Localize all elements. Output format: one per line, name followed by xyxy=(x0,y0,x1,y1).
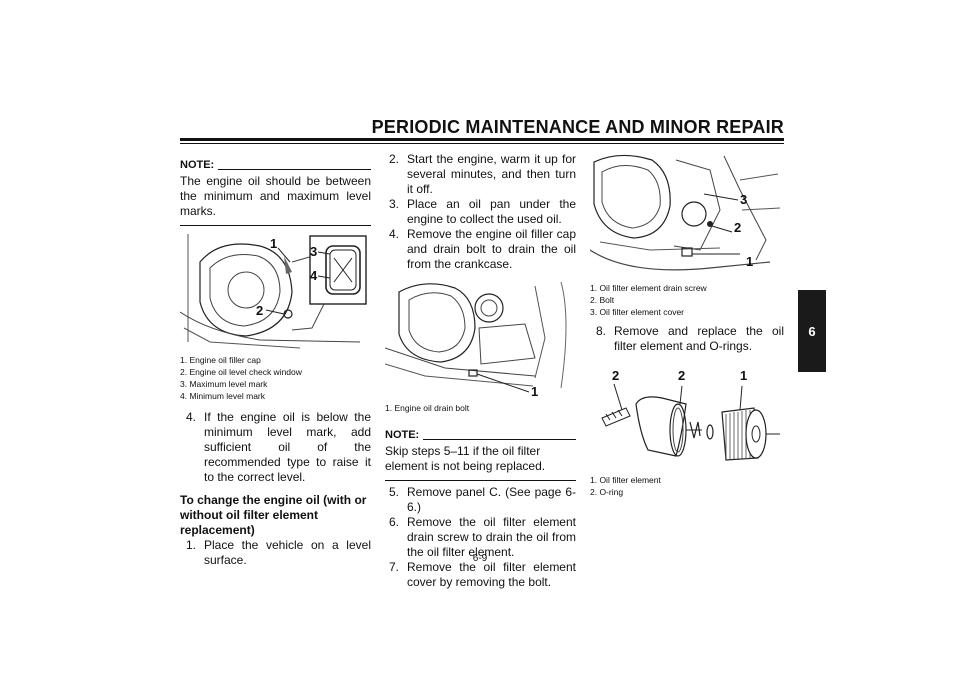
step-7-filter-cover: 7. Remove the oil filter element cover b… xyxy=(385,560,576,590)
figure-4-captions: 1. Oil filter element 2. O-ring xyxy=(590,474,784,498)
engine-illustration-2: 1 xyxy=(385,281,567,398)
step-5-remove-panel: 5. Remove panel C. (See page 6-6.) xyxy=(385,485,576,515)
step-text: Place an oil pan under the engine to col… xyxy=(407,197,576,226)
callout-3: 3 xyxy=(740,192,747,207)
page-title: PERIODIC MAINTENANCE AND MINOR REPAIR xyxy=(371,117,784,137)
filter-parts-illustration: 2 2 1 xyxy=(601,368,780,461)
figure-oil-filter-cover: 1 2 3 xyxy=(590,150,784,278)
step-text: Remove and replace the oil filter elemen… xyxy=(614,324,784,353)
caption-item: 2. Engine oil level check window xyxy=(180,367,302,377)
step-number: 2. xyxy=(389,152,400,166)
step-text: Remove panel C. (See page 6-6.) xyxy=(407,485,576,514)
callout-2-right: 2 xyxy=(678,368,685,383)
caption-item: 2. O-ring xyxy=(590,487,624,497)
caption-item: 2. Bolt xyxy=(590,295,615,305)
figure-oil-filter-parts: 2 2 1 xyxy=(590,364,784,470)
step-text: If the engine oil is below the minimum l… xyxy=(204,410,371,484)
step-6-drain-screw: 6. Remove the oil filter element drain s… xyxy=(385,515,576,560)
caption-item: 3. Maximum level mark xyxy=(180,379,268,389)
step-2-warm-engine: 2. Start the engine, warm it up for seve… xyxy=(385,152,576,197)
callout-4: 4 xyxy=(310,268,318,283)
column-3: 1 2 3 1. Oil filter element drain screw … xyxy=(590,150,784,498)
figure-2-captions: 1. Engine oil drain bolt xyxy=(385,402,576,414)
step-8-replace-filter: 8. Remove and replace the oil filter ele… xyxy=(590,324,784,354)
note-label-2: NOTE: xyxy=(385,429,420,441)
note-header-2: NOTE: xyxy=(385,428,576,443)
step-number: 3. xyxy=(389,197,400,211)
caption-item: 1. Engine oil drain bolt xyxy=(385,403,470,413)
note-end-rule-1 xyxy=(180,225,371,226)
step-number: 8. xyxy=(596,324,607,338)
figure-3-captions: 1. Oil filter element drain screw 2. Bol… xyxy=(590,282,784,318)
caption-item: 4. Minimum level mark xyxy=(180,391,266,401)
callout-3: 3 xyxy=(310,244,317,259)
step-number: 6. xyxy=(389,515,400,529)
step-number: 5. xyxy=(389,485,400,499)
note-end-rule-2 xyxy=(385,480,576,481)
page-number: 6-9 xyxy=(472,553,488,564)
step-4-oil-level: 4. If the engine oil is below the minimu… xyxy=(180,410,371,485)
engine-illustration-3: 1 2 3 xyxy=(590,154,781,271)
callout-2-left: 2 xyxy=(612,368,619,383)
step-text: Remove the oil filter element cover by r… xyxy=(407,560,576,589)
step-text: Remove the engine oil filler cap and dra… xyxy=(407,227,576,271)
caption-item: 1. Engine oil filler cap xyxy=(180,355,261,365)
figure-drain-bolt: 1 xyxy=(385,278,576,398)
callout-2: 2 xyxy=(734,220,741,235)
header-rule-thick xyxy=(180,138,784,141)
callout-1: 1 xyxy=(740,368,747,383)
step-3-oil-pan: 3. Place an oil pan under the engine to … xyxy=(385,197,576,227)
step-text: Place the vehicle on a level surface. xyxy=(204,538,371,567)
caption-item: 1. Oil filter element xyxy=(590,475,661,485)
callout-2: 2 xyxy=(256,303,263,318)
note-text-1: The engine oil should be between the min… xyxy=(180,174,371,218)
step-text: Remove the oil filter element drain scre… xyxy=(407,515,576,559)
step-number: 7. xyxy=(389,560,400,574)
caption-item: 1. Oil filter element drain screw xyxy=(590,283,707,293)
figure-1-captions: 1. Engine oil filler cap 2. Engine oil l… xyxy=(180,354,371,402)
step-number: 1. xyxy=(186,538,197,552)
step-4-drain-bolt: 4. Remove the engine oil filler cap and … xyxy=(385,227,576,272)
note-header-1: NOTE: xyxy=(180,158,371,173)
step-number: 4. xyxy=(389,227,400,241)
callout-1: 1 xyxy=(746,254,753,269)
column-1: NOTE: The engine oil should be between t… xyxy=(180,158,371,568)
step-number: 4. xyxy=(186,410,197,424)
figure-engine-oil-level: 1 2 3 4 xyxy=(180,232,371,350)
callout-1: 1 xyxy=(531,384,538,398)
section-heading: To change the engine oil (with or withou… xyxy=(180,493,367,537)
callout-1: 1 xyxy=(270,236,277,251)
column-2: 2. Start the engine, warm it up for seve… xyxy=(385,152,576,590)
header-rule-thin xyxy=(180,143,784,144)
step-text: Start the engine, warm it up for several… xyxy=(407,152,576,196)
note-text-2: Skip steps 5–11 if the oil filter elemen… xyxy=(385,444,546,473)
engine-illustration-1: 1 2 3 4 xyxy=(180,234,367,349)
step-1-level-surface: 1. Place the vehicle on a level surface. xyxy=(180,538,371,568)
chapter-tab: 6 xyxy=(798,290,826,372)
note-label-1: NOTE: xyxy=(180,159,215,171)
caption-item: 3. Oil filter element cover xyxy=(590,307,685,317)
